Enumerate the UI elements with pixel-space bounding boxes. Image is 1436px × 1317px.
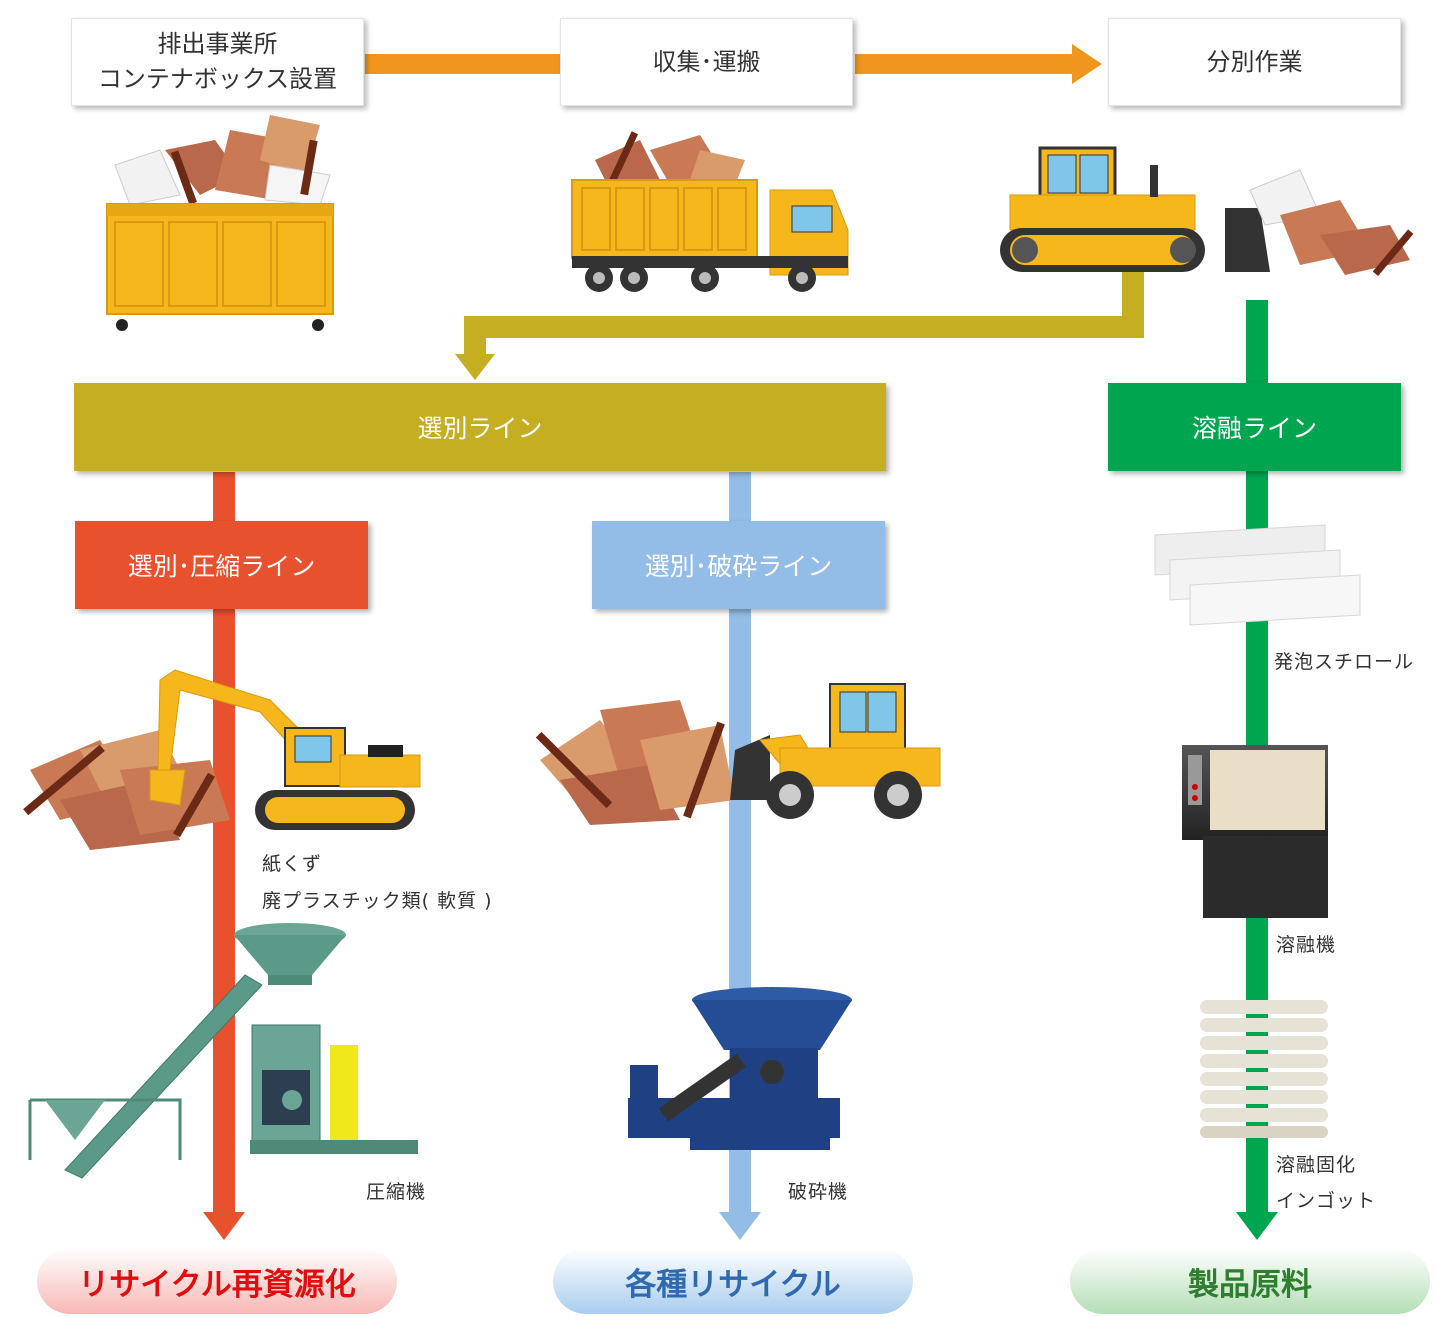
melting-line-box: 溶融ライン	[1108, 383, 1401, 471]
crusher-label: 破砕機	[788, 1181, 849, 1203]
styrofoam-blocks-image	[1154, 524, 1361, 626]
compressor-machine-image	[28, 923, 418, 1179]
orange-arrow-1	[365, 54, 561, 74]
styrofoam-label: 発泡スチロール	[1274, 651, 1415, 673]
outcome-pill-blue-bg	[553, 1248, 913, 1314]
outcome-pill-green-bg	[1070, 1248, 1430, 1314]
melting-machine-image	[1182, 745, 1328, 918]
outcome-recycle-reuse-label: リサイクル再資源化	[78, 1266, 356, 1303]
outcome-various-recycle: 各種リサイクル	[553, 1248, 913, 1314]
discharge-site-box: 排出事業所 コンテナボックス設置	[71, 18, 364, 106]
olive-connector-arrow	[455, 272, 1144, 380]
outcome-product-material-label: 製品原料	[1188, 1266, 1312, 1303]
collection-transport-box: 収集･運搬	[560, 18, 853, 106]
compress-line-label: 選別･圧縮ライン	[127, 552, 316, 581]
crush-line-label: 選別･破砕ライン	[644, 552, 833, 581]
sorting-line-box: 選別ライン	[74, 383, 886, 471]
collection-transport-label: 収集･運搬	[652, 47, 761, 76]
outcome-various-recycle-label: 各種リサイクル	[625, 1266, 841, 1303]
sorting-work-box: 分別作業	[1108, 18, 1401, 106]
ingot-label-2: インゴット	[1276, 1190, 1377, 1212]
excavator-image	[23, 669, 421, 850]
plastic-waste-label: 廃プラスチック類( 軟質 )	[262, 890, 493, 912]
crusher-machine-image	[628, 987, 852, 1150]
melting-line-label: 溶融ライン	[1191, 414, 1317, 443]
compress-line-box: 選別･圧縮ライン	[75, 521, 368, 609]
ingot-stack-image	[1200, 1000, 1328, 1138]
crush-line-box: 選別･破砕ライン	[592, 521, 885, 609]
wheel-loader-image	[535, 683, 941, 825]
sorting-line-label: 選別ライン	[417, 414, 543, 443]
orange-arrow-2	[855, 44, 1102, 84]
ingot-label-1: 溶融固化	[1276, 1154, 1357, 1176]
outcome-product-material: 製品原料	[1070, 1248, 1430, 1314]
bulldozer-image	[1000, 146, 1414, 277]
outcome-recycle-reuse: リサイクル再資源化	[37, 1248, 397, 1314]
dump-truck-image	[571, 131, 849, 292]
container-box-image	[106, 115, 334, 331]
sorting-work-label: 分別作業	[1206, 47, 1303, 76]
compressor-label: 圧縮機	[366, 1181, 427, 1203]
paper-waste-label: 紙くず	[262, 853, 323, 875]
outcome-pill-red-bg	[37, 1248, 397, 1314]
discharge-site-label-2: コンテナボックス設置	[97, 65, 338, 93]
melter-label: 溶融機	[1276, 934, 1337, 956]
discharge-site-label-1: 排出事業所	[157, 30, 278, 59]
